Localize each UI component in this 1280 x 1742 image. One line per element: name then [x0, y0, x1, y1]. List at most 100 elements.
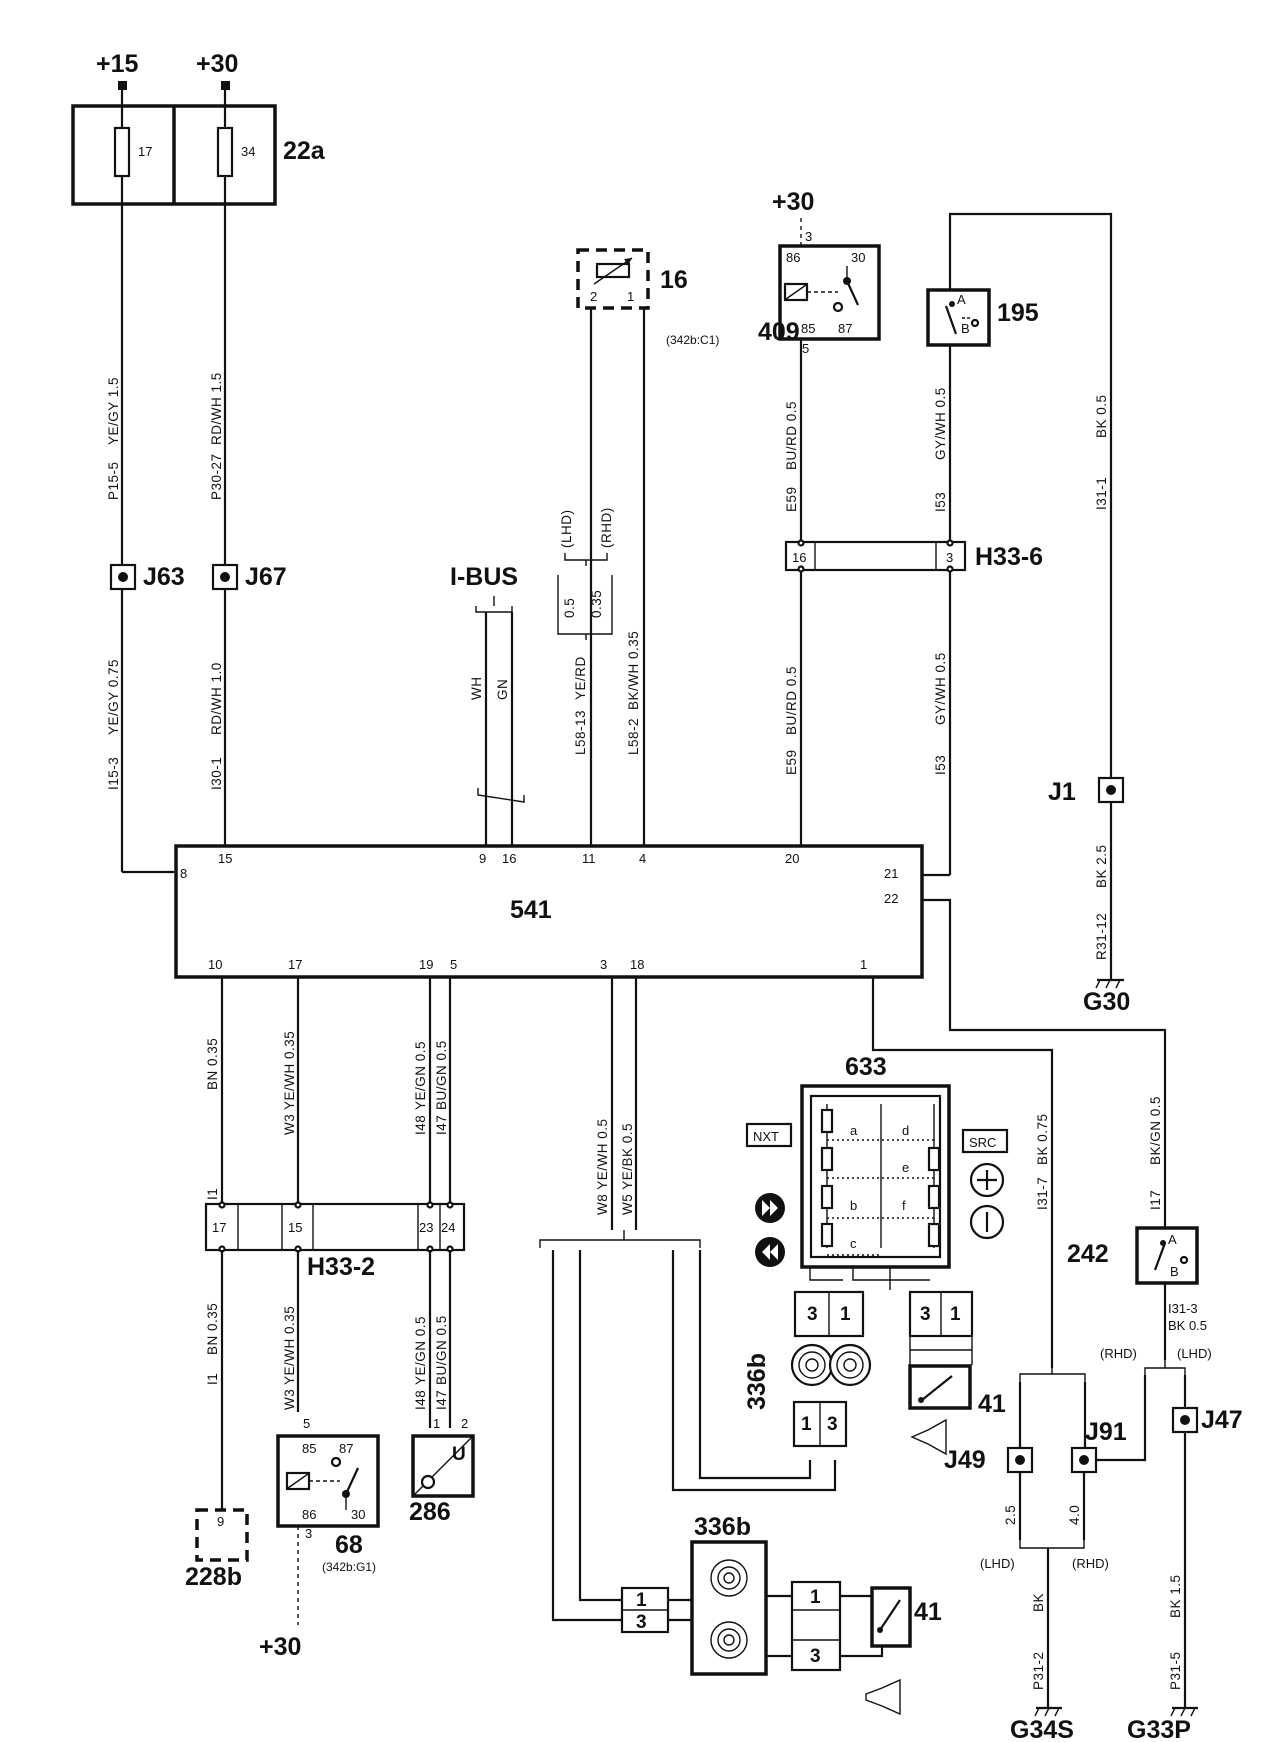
module-541: 541 8 15 9 16 11 4 20 21 22 10 17 19 5 3…: [174, 844, 924, 979]
junction-j1: J1: [1048, 776, 1125, 806]
relay-409-label: 409: [758, 318, 800, 346]
wire-bu-gn-b: BU/GN 0.5: [434, 1315, 449, 1385]
component-16-label: 16: [660, 266, 688, 294]
component-228b: 9 228b: [185, 1508, 249, 1591]
switch-195: A B 195: [926, 288, 1039, 347]
g34s-label: G34S: [1010, 1716, 1074, 1742]
relay-68-label: 68: [335, 1531, 363, 1559]
junction-j63: J63: [109, 563, 185, 591]
wire-i53-top: I53: [933, 492, 948, 512]
junction-j49: J49: [944, 1446, 1034, 1474]
h33-6-label: H33-6: [975, 543, 1043, 571]
junction-j47: J47: [1171, 1406, 1243, 1434]
m541-pin11: 11: [582, 851, 596, 866]
m541-pin10: 10: [208, 957, 222, 972]
junction-j67: J67: [211, 563, 287, 591]
wire-i31-1: I31-1: [1094, 477, 1109, 510]
wire-i15-3: I15-3: [106, 757, 121, 790]
wire-bk-25: BK 2.5: [1094, 844, 1109, 888]
wire-bu-rd-top: BU/RD 0.5: [784, 401, 799, 470]
h6-pin3: 3: [946, 550, 953, 565]
fuse-17: [113, 126, 131, 178]
b3b: 3: [810, 1646, 821, 1667]
wire-r31-12: R31-12: [1094, 913, 1109, 960]
ground-g33p: G33P: [1127, 1706, 1198, 1742]
s195-pin-b: B: [961, 321, 970, 336]
wire-i53-mid: I53: [933, 755, 948, 775]
supply-30-68: +30: [259, 1633, 301, 1661]
sw-f: f: [902, 1198, 906, 1213]
wire-i30-1: I30-1: [209, 757, 224, 790]
wire-ye-gn-b: YE/GN 0.5: [413, 1316, 428, 1385]
module-541-label: 541: [510, 896, 552, 924]
component-286-label: 286: [409, 1498, 451, 1526]
c633-1a: 1: [840, 1304, 851, 1325]
r68-pin30: 30: [351, 1507, 365, 1522]
m541-pin1: 1: [860, 957, 867, 972]
volume-up-icon: [969, 1162, 1005, 1198]
j91-label: J91: [1085, 1418, 1127, 1446]
wire-i48-a: I48: [413, 1115, 428, 1135]
h6-pin16: 16: [792, 550, 806, 565]
m541-pin3: 3: [600, 957, 607, 972]
m541-pin9: 9: [479, 851, 486, 866]
wire-25: 2.5: [1003, 1505, 1018, 1525]
m541-pin15: 15: [218, 851, 232, 866]
sw-b: b: [850, 1198, 857, 1213]
wire-rhd-b: (RHD): [1072, 1556, 1109, 1571]
h2-pin24: 24: [441, 1220, 455, 1235]
sw-d: d: [902, 1123, 909, 1138]
wire-bk-wh: BK/WH 0.35: [626, 631, 641, 710]
wire-bk-05: BK 0.5: [1094, 394, 1109, 438]
j47-label: J47: [1201, 1406, 1243, 1434]
wire-i31-7: I31-7: [1035, 1177, 1050, 1210]
wire-bn-035-b: BN 0.35: [205, 1303, 220, 1355]
fuse-17-label: 17: [138, 144, 152, 159]
wire-rhd-a: (RHD): [1100, 1346, 1137, 1361]
g30-label: G30: [1083, 988, 1130, 1016]
r68-pin86: 86: [302, 1507, 316, 1522]
c336-1: 1: [801, 1414, 812, 1435]
m541-pin21: 21: [884, 866, 898, 881]
wire-lhd-b: (LHD): [980, 1556, 1015, 1571]
sw-a: a: [850, 1123, 858, 1138]
switch-242: A B 242: [1067, 1226, 1199, 1285]
h2-pin15: 15: [288, 1220, 302, 1235]
m541-pin4: 4: [639, 851, 646, 866]
relay-68-ref: (342b:G1): [322, 1560, 376, 1574]
wire-ye-gy-075: YE/GY 0.75: [106, 659, 121, 735]
connector-633-a: 3 1: [793, 1290, 865, 1338]
m541-pin22: 22: [884, 891, 898, 906]
r68-pin3: 3: [305, 1526, 312, 1541]
wire-rd-wh-10: RD/WH 1.0: [209, 662, 224, 735]
wire-l58-13: L58-13: [573, 710, 588, 755]
c633-3b: 3: [920, 1304, 931, 1325]
wire-p31-2: P31-2: [1031, 1651, 1046, 1690]
wire-i1-a: I1: [205, 1188, 220, 1200]
r68-pin85: 85: [302, 1441, 316, 1456]
u286-pin1: 1: [433, 1416, 440, 1431]
r68-pin87: 87: [339, 1441, 353, 1456]
wire-wh: WH: [469, 677, 484, 701]
horn-icon-b: [865, 1678, 901, 1716]
s195-pin-a: A: [957, 292, 966, 307]
wire-gn: GN: [495, 679, 510, 700]
horn-icon-a: [910, 1418, 947, 1456]
switch-242-label: 242: [1067, 1240, 1109, 1268]
connector-633-b: 3 1: [908, 1290, 974, 1338]
j63-label: J63: [143, 563, 185, 591]
b1a: 1: [636, 1590, 647, 1611]
r68-pin5: 5: [303, 1416, 310, 1431]
fuse-34: [216, 126, 234, 178]
supply-30-label: +30: [196, 50, 238, 78]
switch-195-label: 195: [997, 299, 1039, 327]
relay-409-ref: (342b:C1): [666, 333, 719, 347]
wire-bk-p31-2: BK: [1031, 1593, 1046, 1612]
wire-bk-15: BK 1.5: [1168, 1574, 1183, 1618]
wire-w3-a: W3: [282, 1114, 297, 1135]
button-nxt: NXT: [745, 1122, 793, 1148]
wire-bn-035-a: BN 0.35: [205, 1038, 220, 1090]
button-src: SRC: [961, 1128, 1009, 1154]
wire-ye-gy-15: YE/GY 1.5: [106, 377, 121, 445]
wire-w3-b: W3: [282, 1389, 297, 1410]
